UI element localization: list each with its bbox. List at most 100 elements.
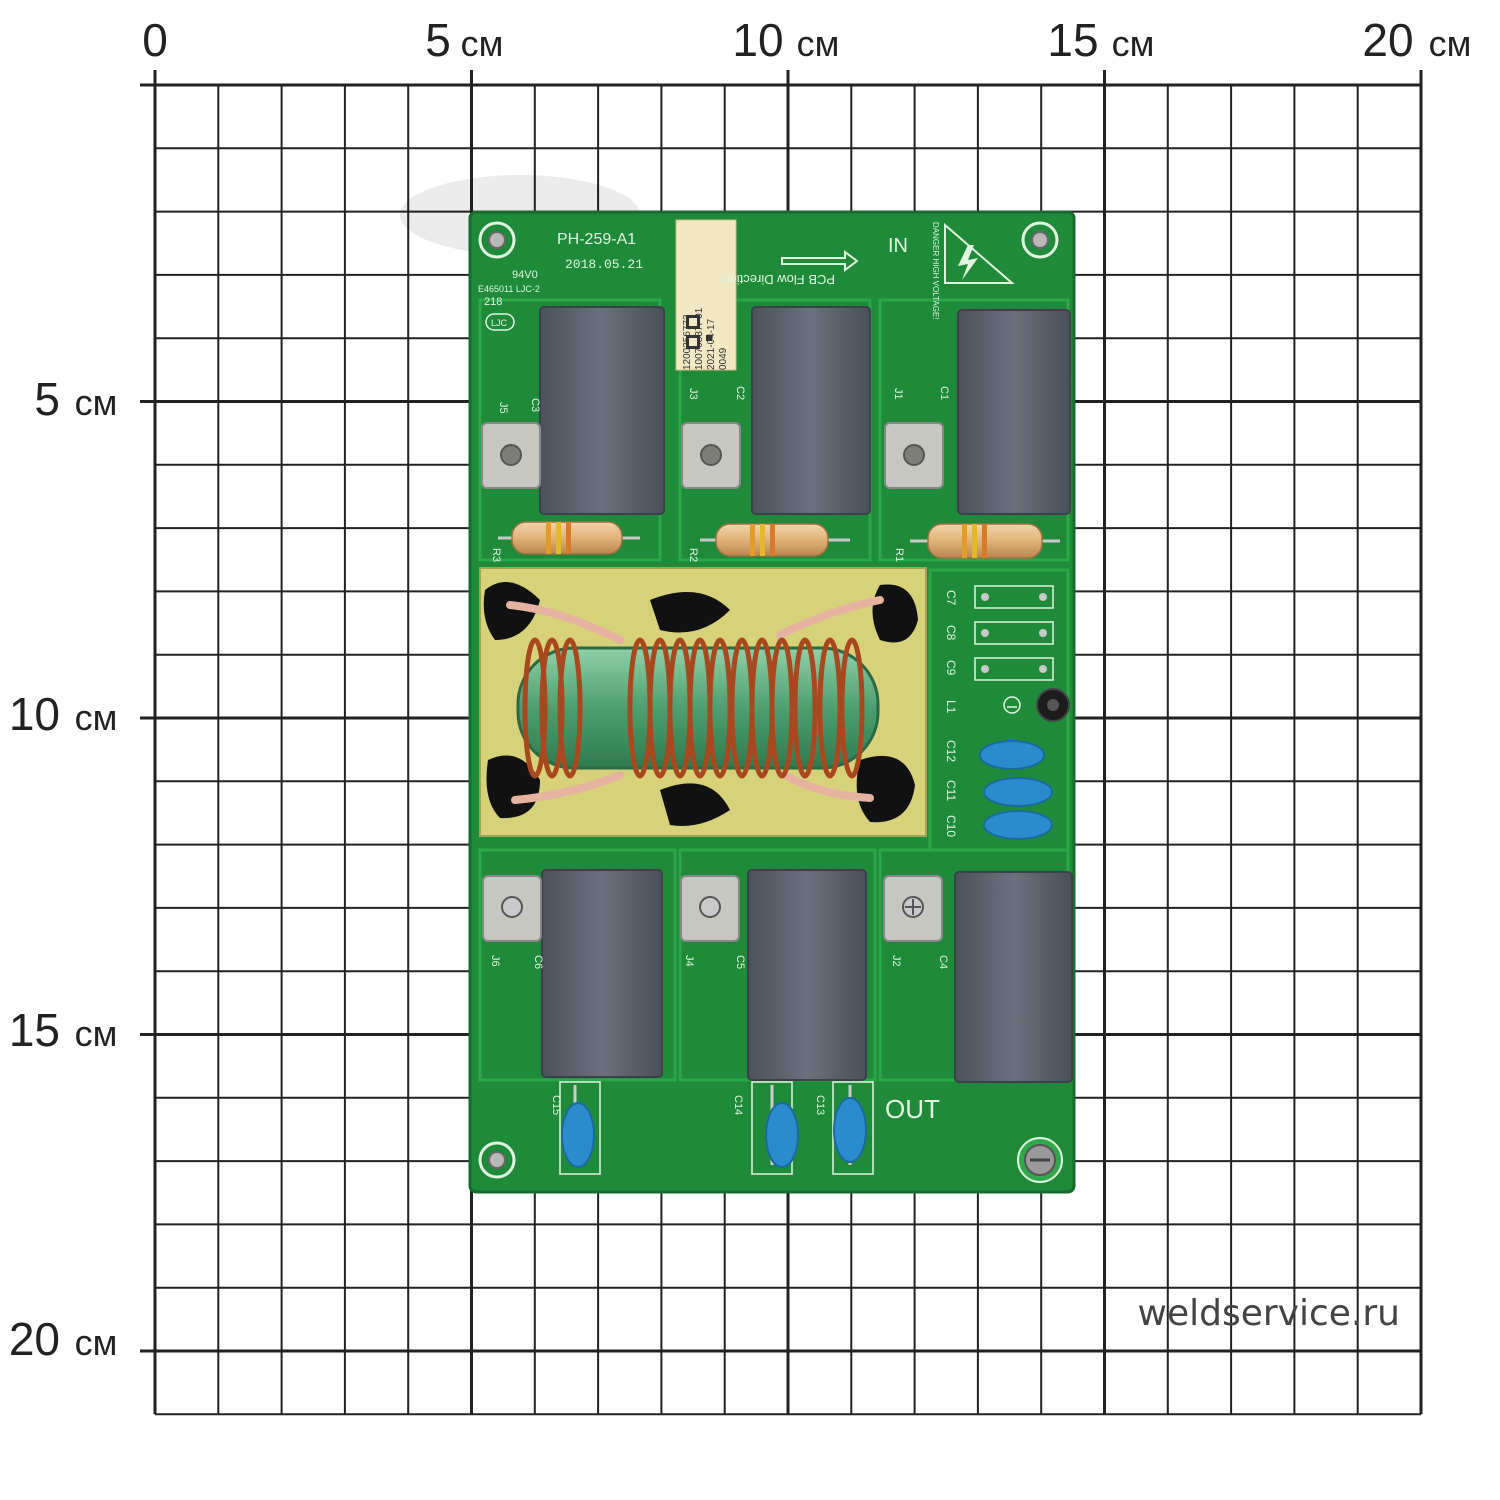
barcode-label: 1200356773 10070837P01 2021-04-17 0049: [675, 219, 737, 371]
label-j3: J3: [687, 388, 699, 400]
capacitor-c6: [541, 869, 663, 1078]
ruler-top-5: 5: [425, 14, 451, 66]
capacitor-c5: [747, 869, 867, 1081]
warning-text: DANGER HIGH VOLTAGE!: [931, 222, 940, 320]
ruler-left-20-unit: см: [75, 1322, 118, 1363]
ruler-left-20: 20: [9, 1313, 60, 1365]
winding-turn: [522, 637, 548, 779]
ruler-top-5-unit: см: [461, 23, 504, 64]
label-c15: C15: [550, 1095, 562, 1115]
label-l1: L1: [944, 700, 958, 714]
ruler-top-10: 10: [732, 14, 783, 66]
electrolytic-capacitor: [1036, 688, 1070, 722]
high-voltage-warning: DANGER HIGH VOLTAGE!: [931, 222, 1015, 320]
ruler-left-15-unit: см: [75, 1013, 118, 1054]
label-c7: C7: [944, 590, 958, 606]
flow-direction: PCB Flow Direction IN: [722, 235, 908, 287]
terminal-j1-icon: [884, 422, 944, 489]
ruler-left-labels: 5 см 10 см 15 см 20 см: [9, 373, 118, 1365]
winding-turn: [557, 637, 583, 779]
terminal-j2-icon: [883, 875, 943, 942]
label-c14: C14: [732, 1095, 744, 1115]
qr-code-icon: [686, 315, 712, 349]
ruler-top-15: 15: [1047, 14, 1098, 66]
ruler-top-20: 20: [1362, 14, 1413, 66]
label-line-3: 2021-04-17: [706, 318, 717, 370]
resistor-r2: [700, 523, 850, 557]
label-c1: C1: [938, 386, 950, 400]
terminal-j4-icon: [680, 875, 740, 942]
batch-code: 218: [484, 296, 502, 308]
label-j1: J1: [892, 388, 904, 400]
bottom-capacitor-row: J6 C6 J4 C5 J2 C4: [482, 869, 1073, 1083]
y-capacitor-stack: [979, 740, 1053, 840]
label-j4: J4: [683, 955, 695, 967]
ground-screw-icon: [1017, 1137, 1063, 1183]
label-c13: C13: [814, 1095, 826, 1115]
capacitor-c3: [539, 306, 665, 515]
terminal-j6-icon: [482, 875, 542, 942]
copper-windings: [522, 637, 865, 779]
smd-cap-c7: [974, 585, 1054, 609]
capacitor-c2: [751, 306, 871, 515]
winding-turn: [839, 637, 865, 779]
ruler-top-20-unit: см: [1429, 23, 1472, 64]
ruler-top-0: 0: [142, 14, 168, 66]
mounting-holes: [478, 221, 1063, 1183]
y-capacitor-c13: [833, 1085, 867, 1165]
winding-turn: [792, 637, 818, 779]
ruler-left-5-unit: см: [75, 382, 118, 423]
resistor-row: R3 R2 R1: [490, 521, 1060, 562]
label-line-4: 0049: [718, 347, 729, 370]
ruler-top-15-unit: см: [1112, 23, 1155, 64]
label-c11: C11: [944, 780, 958, 801]
out-label: OUT: [885, 1094, 940, 1124]
maker-badge: [485, 313, 515, 331]
choke-core: [516, 646, 880, 770]
ruler-top-labels: 0 5 см 10 см 15 см 20 см: [142, 14, 1471, 66]
label-j5: J5: [497, 402, 509, 414]
label-c9: C9: [944, 660, 958, 676]
label-c10: C10: [944, 815, 958, 837]
ruler-top-10-unit: см: [797, 23, 840, 64]
label-r3: R3: [490, 548, 502, 562]
mounting-hole-icon: [478, 221, 516, 259]
lead-wires: [506, 596, 884, 804]
ul-code: 94V0: [512, 269, 538, 281]
ruler-left-10-unit: см: [75, 697, 118, 738]
lightning-icon: [958, 245, 978, 280]
label-c4: C4: [937, 955, 949, 969]
smd-cap-c8: [974, 621, 1054, 645]
top-capacitor-row: J5 C3 J3 C2 J1 C1: [481, 306, 1071, 515]
emi-filter-board: PH-259-A1 2018.05.21 94V0 E465011 LJC-2 …: [468, 210, 1076, 1194]
ground-symbol-icon: [1003, 696, 1021, 714]
arrow-right-icon: [781, 250, 859, 272]
capacitor-c1: [957, 309, 1071, 515]
y-capacitor-c14: [765, 1085, 799, 1168]
resistor-r1: [910, 523, 1060, 559]
ruler-left-5: 5: [34, 373, 60, 425]
label-j2: J2: [890, 955, 902, 967]
label-c8: C8: [944, 625, 958, 641]
warning-triangle-icon: [944, 222, 1015, 284]
smd-cap-c9: [974, 657, 1054, 681]
cert-code: E465011 LJC-2: [478, 284, 540, 294]
pcb-traces: [478, 298, 1070, 1082]
terminal-j3-icon: [681, 422, 741, 489]
capacitor-c4: [954, 871, 1073, 1083]
mounting-hole-icon: [1021, 221, 1059, 259]
common-mode-choke: [479, 567, 927, 837]
maker-code: LJC: [491, 318, 508, 328]
resistor-r3: [498, 521, 640, 555]
board-model: PH-259-A1: [557, 231, 636, 248]
in-label: IN: [888, 235, 908, 257]
terminal-j5-icon: [481, 422, 541, 489]
label-r1: R1: [893, 548, 905, 562]
winding-turn: [769, 637, 795, 779]
mounting-hole-icon: [478, 1141, 516, 1179]
ruler-left-15: 15: [9, 1004, 60, 1056]
ruler-left-10: 10: [9, 688, 60, 740]
flow-text: PCB Flow Direction: [722, 272, 835, 287]
board-date: 2018.05.21: [565, 257, 643, 272]
